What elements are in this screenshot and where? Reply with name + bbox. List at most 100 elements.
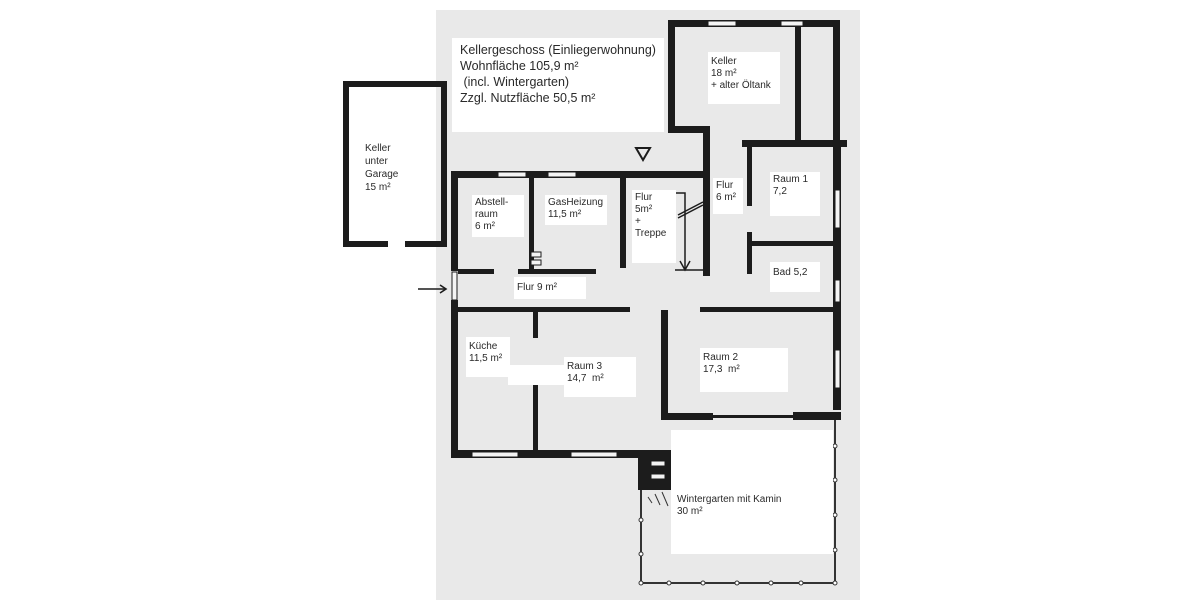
room-name: Wintergarten mit Kamin — [677, 494, 782, 505]
wall — [833, 20, 840, 146]
room-name: Raum 3 — [567, 361, 603, 372]
window — [834, 189, 841, 229]
room-area: 18 m² — [711, 68, 737, 79]
room-name: raum — [475, 209, 498, 220]
room-note: + alter Öltank — [711, 80, 771, 91]
wall — [833, 140, 841, 410]
room-area: 15 m² — [365, 182, 391, 193]
room-abstellraum: Abstell- raum 6 m² — [472, 195, 524, 237]
room-area: 6 m² — [716, 192, 736, 203]
usable-area: Zzgl. Nutzfläche 50,5 m² — [460, 91, 596, 105]
room-keller-garage: Keller unter Garage 15 m² — [362, 140, 414, 196]
wall — [700, 307, 834, 312]
wall — [668, 20, 675, 132]
room-area: 6 m² — [475, 221, 495, 232]
room-area: 17,3 m² — [703, 364, 740, 375]
window — [707, 20, 737, 27]
entrance-arrow-icon — [418, 284, 448, 294]
room-name: unter — [365, 156, 388, 167]
room-name: Küche — [469, 341, 498, 352]
room-name: Raum 1 — [773, 174, 809, 185]
room-name: Flur 9 m² — [517, 282, 557, 293]
wall — [533, 372, 538, 452]
wall — [343, 241, 388, 247]
chimney-flue — [530, 259, 542, 266]
room-flur-9: Flur 9 m² — [514, 277, 586, 299]
room-kueche: Küche 11,5 m² — [466, 337, 510, 377]
wall — [703, 182, 710, 276]
wall — [343, 81, 447, 87]
wall — [795, 20, 801, 144]
room-area: 14,7 m² — [567, 373, 604, 384]
room-name: Abstell- — [475, 197, 509, 208]
room-area: 11,5 m² — [469, 353, 503, 364]
window — [497, 171, 527, 178]
wall — [451, 300, 458, 458]
wall — [747, 146, 752, 206]
wall — [343, 81, 349, 247]
label-connector — [508, 365, 564, 385]
chimney-flue — [530, 251, 542, 258]
wall — [747, 241, 834, 246]
fireplace-block — [638, 450, 673, 490]
room-name: Keller — [365, 143, 391, 154]
room-raum2: Raum 2 17,3 m² — [700, 348, 788, 392]
wall — [793, 412, 841, 420]
room-name: Raum 2 — [703, 352, 739, 363]
entrance-door — [451, 271, 458, 301]
window — [834, 279, 841, 303]
room-name: Flur — [635, 192, 653, 203]
window — [780, 20, 804, 27]
wall — [451, 171, 710, 178]
room-wintergarten: Wintergarten mit Kamin 30 m² — [671, 430, 833, 554]
level-marker-icon — [634, 147, 652, 162]
room-raum3: Raum 3 14,7 m² — [564, 357, 636, 397]
room-name: GasHeizung — [548, 197, 604, 208]
living-area: Wohnfläche 105,9 m² — [460, 59, 579, 73]
wall — [747, 232, 752, 274]
wall — [703, 126, 710, 182]
room-flur-treppe: Flur 5m² + Treppe — [632, 190, 676, 263]
room-name: Keller — [711, 56, 737, 67]
wall — [668, 20, 840, 27]
wall — [405, 241, 447, 247]
room-flur-6: Flur 6 m² — [713, 178, 743, 214]
room-name: Flur — [716, 180, 734, 191]
plan-title-block: Kellergeschoss (Einliegerwohnung) Wohnfl… — [452, 38, 664, 132]
room-area: 30 m² — [677, 506, 703, 517]
room-name: Bad 5,2 — [773, 267, 808, 278]
wall — [661, 413, 713, 420]
wall — [620, 178, 626, 268]
room-name: Treppe — [635, 228, 667, 239]
room-gasheizung: GasHeizung 11,5 m² — [545, 195, 607, 225]
wall — [441, 81, 447, 247]
fireplace-hatch-icon — [647, 491, 669, 507]
stair-arrow-icon — [675, 192, 704, 272]
room-raum1: Raum 1 7,2 — [770, 172, 820, 216]
window — [834, 349, 841, 389]
room-name: Garage — [365, 169, 399, 180]
wall — [661, 310, 668, 420]
vent — [650, 460, 666, 467]
wall — [529, 178, 534, 270]
title-line: Kellergeschoss (Einliegerwohnung) — [460, 43, 656, 57]
room-note: + — [635, 216, 641, 227]
room-keller: Keller 18 m² + alter Öltank — [708, 52, 780, 104]
wall — [518, 269, 596, 274]
vent — [650, 473, 666, 480]
wall — [451, 171, 458, 271]
wall — [458, 269, 494, 274]
wall — [742, 140, 847, 147]
room-area: 7,2 — [773, 186, 787, 197]
window — [471, 451, 519, 458]
wall — [533, 310, 538, 338]
wall — [451, 450, 673, 458]
wall — [710, 415, 795, 418]
window — [570, 451, 618, 458]
room-bad: Bad 5,2 — [770, 262, 820, 292]
room-area: 5m² — [635, 204, 653, 215]
window — [547, 171, 577, 178]
wall — [668, 126, 710, 133]
wall — [458, 307, 630, 312]
